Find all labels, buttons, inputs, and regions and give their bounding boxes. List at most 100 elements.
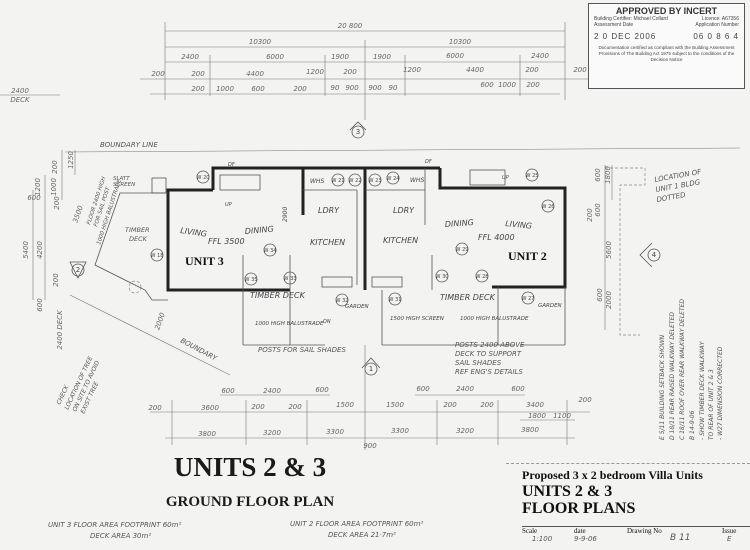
stamp-heading: APPROVED BY INCERT bbox=[615, 6, 718, 16]
drawing-label: DECK bbox=[10, 96, 31, 104]
drawing-label: GARDEN bbox=[345, 304, 369, 310]
stamp-certifier: Building Certifier: Michael Collard bbox=[594, 16, 668, 22]
drawing-label: UP bbox=[502, 175, 509, 181]
stamp-licence: Licence: A67356 bbox=[702, 16, 739, 22]
drawing-label: REF ENG'S DETAILS bbox=[455, 368, 523, 376]
drawing-label: 3300 bbox=[326, 428, 344, 436]
left-dimensions: 5400 4200 600 1200 1000 200 200 1250 350… bbox=[22, 150, 167, 350]
drawing-label: 600 bbox=[27, 194, 41, 202]
drawing-label: W 33 bbox=[284, 276, 297, 282]
window-tag: W 25 bbox=[526, 168, 538, 182]
drawing-label: SCREEN bbox=[113, 182, 135, 188]
drawing-label: 10300 bbox=[249, 38, 272, 46]
window-tag: W 22 bbox=[348, 173, 362, 187]
drawing-label: 6000 bbox=[266, 53, 284, 61]
window-tag: W 27 bbox=[522, 291, 534, 305]
drawing-label: 1500 bbox=[386, 401, 404, 409]
drawing-label: KITCHEN bbox=[383, 236, 418, 245]
drawing-label: 1900 bbox=[331, 53, 349, 61]
drawing-mark bbox=[371, 276, 403, 288]
drawing-label: 200 bbox=[526, 81, 540, 89]
drawing-label: 4200 bbox=[36, 241, 44, 259]
drawing-label: 600 bbox=[251, 85, 265, 93]
drawing-mark bbox=[71, 263, 85, 277]
drawing-label: SAIL SHADES bbox=[455, 359, 502, 367]
section-marker-1: 1 bbox=[361, 345, 381, 450]
window-tag: W 29 bbox=[455, 242, 469, 256]
drawing-label: 200 bbox=[51, 160, 59, 174]
drawing-label: DECK AREA 21·7m² bbox=[328, 531, 396, 539]
drawing-label: 3500 bbox=[71, 204, 85, 224]
drawing-label: 200 bbox=[53, 196, 61, 210]
drawing-label: 200 bbox=[251, 403, 265, 411]
area-notes: UNIT 3 FLOOR AREA FOOTPRINT 60m² DECK AR… bbox=[48, 520, 423, 540]
drawing-label: 600 bbox=[596, 288, 604, 302]
drawing-label: DF bbox=[425, 159, 432, 165]
window-tag: W 20 bbox=[197, 170, 209, 184]
drawing-label: 1500 bbox=[336, 401, 354, 409]
bottom-dimensions: 600 2400 600 600 2400 600 200 3600 200 2… bbox=[148, 385, 592, 450]
drawing-label: 1000 HIGH BALUSTRADE bbox=[255, 321, 324, 327]
unit-1-dotted-outline bbox=[605, 167, 646, 336]
date-label: date bbox=[574, 527, 586, 535]
drawing-label: 1200 bbox=[403, 66, 421, 74]
drawing-label: E 5/11 BUILDING SETBACK SHOWN bbox=[659, 334, 666, 440]
drawing-label: 1 bbox=[369, 365, 373, 373]
right-dimensions: 600 1800 5600 600 2000 200 600 bbox=[586, 165, 613, 330]
drawing-label: 1250 bbox=[67, 151, 75, 169]
drawing-label: 1900 bbox=[373, 53, 391, 61]
drawing-mark bbox=[128, 280, 142, 294]
drawing-mark bbox=[263, 243, 277, 257]
window-tag: W 30 bbox=[435, 269, 449, 283]
drawing-label: BOUNDARY bbox=[179, 337, 219, 363]
drawing-mark bbox=[219, 174, 261, 191]
scale-label: Scale bbox=[522, 527, 538, 535]
drawing-label: 600 bbox=[594, 203, 602, 217]
drawing-label: W 23 bbox=[369, 178, 382, 184]
drawing-mark bbox=[455, 242, 469, 256]
drawing-mark bbox=[69, 261, 87, 279]
drawing-label: 5400 bbox=[22, 241, 30, 259]
window-tag: W 35 bbox=[245, 272, 257, 286]
drawing-label: 1000 bbox=[50, 178, 58, 196]
window-tag: W 24 bbox=[387, 171, 399, 185]
drawing-value: B 11 bbox=[670, 533, 691, 543]
window-tag: W 21 bbox=[332, 173, 344, 187]
approval-stamp: APPROVED BY INCERT Building Certifier: M… bbox=[588, 3, 745, 89]
drawing-label: - SHOW TIMBER DECK WALKWAY bbox=[699, 340, 706, 440]
drawing-mark bbox=[475, 269, 489, 283]
drawing-label: 200 bbox=[288, 403, 302, 411]
drawing-label: W 32 bbox=[336, 298, 349, 304]
drawing-label: FFL 3500 bbox=[208, 237, 245, 246]
drawing-label: 1800 bbox=[604, 166, 612, 184]
drawing-mark bbox=[349, 121, 367, 131]
window-tag: W 26 bbox=[542, 199, 554, 213]
drawing-label: - W27 DIMENSION CORRECTED bbox=[717, 346, 724, 440]
drawing-label: 90 bbox=[389, 84, 398, 92]
drawing-label: 600 bbox=[511, 385, 525, 393]
drawing-label: W 22 bbox=[349, 178, 362, 184]
drawing-mark bbox=[335, 293, 349, 307]
drawing-mark bbox=[469, 169, 506, 186]
window-tag: W 23 bbox=[369, 173, 382, 187]
drawing-label: W 18 bbox=[151, 253, 164, 259]
drawing-label: POSTS FOR SAIL SHADES bbox=[258, 346, 346, 354]
drawing-label: 3200 bbox=[263, 429, 281, 437]
bottom-dimension-lines bbox=[150, 394, 590, 445]
drawing-label: 900 bbox=[368, 84, 382, 92]
boundary-line-diagonal bbox=[69, 294, 231, 376]
drawing-label: DINING bbox=[244, 224, 274, 235]
drawing-mark bbox=[435, 269, 449, 283]
drawing-label: 3300 bbox=[391, 427, 409, 435]
drawing-label: TIMBER DECK bbox=[250, 291, 306, 300]
drawing-mark bbox=[283, 271, 297, 285]
drawing-label: 2400 bbox=[263, 387, 281, 395]
drawing-mark bbox=[321, 276, 353, 288]
top-dimension-lines bbox=[0, 22, 590, 120]
issue-value: E bbox=[727, 535, 732, 543]
page-title: UNITS 2 & 3 bbox=[173, 452, 327, 482]
top-dimensions: 20 800 10300 10300 2400 6000 1900 1900 6… bbox=[10, 22, 587, 104]
drawing-label: BOUNDARY LINE bbox=[100, 141, 158, 149]
drawing-mark bbox=[348, 173, 362, 187]
